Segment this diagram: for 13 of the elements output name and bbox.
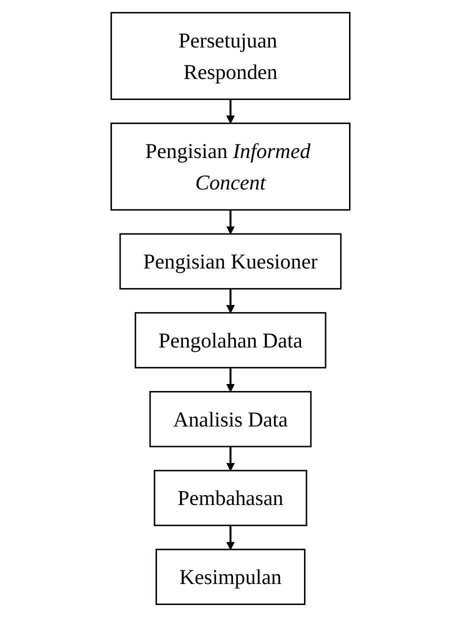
arrow bbox=[226, 368, 235, 392]
node-box: Analisis Data bbox=[149, 390, 312, 448]
node-box: Persetujuan Responden bbox=[110, 12, 350, 100]
arrow bbox=[226, 525, 235, 550]
node-box: Pembahasan bbox=[154, 470, 308, 526]
node-box: Pengisian Informed Concent bbox=[110, 122, 350, 211]
arrow bbox=[226, 288, 235, 314]
node-box: Pengolahan Data bbox=[134, 312, 326, 368]
node-box: Pengisian Kuesioner bbox=[119, 233, 342, 290]
node-box: Kesimpulan bbox=[156, 548, 306, 606]
arrow bbox=[226, 210, 235, 234]
arrow bbox=[226, 446, 235, 471]
arrow bbox=[226, 99, 235, 124]
